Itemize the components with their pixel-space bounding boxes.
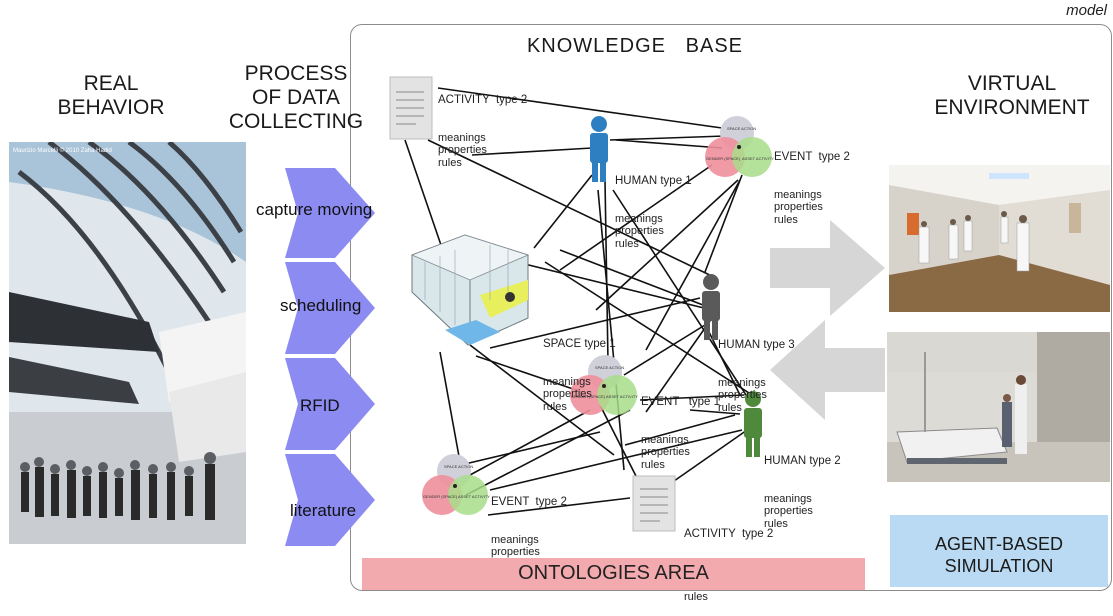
- virtual-environment-title: VIRTUAL ENVIRONMENT: [912, 72, 1112, 120]
- venn-label-left-2: GENDER (SPACE): [571, 394, 606, 399]
- node-human-3: HUMAN type 3 meanings properties rules: [718, 314, 795, 427]
- node-space-1-lines: meanings properties rules: [543, 375, 592, 413]
- stage-literature: literature: [290, 501, 357, 520]
- node-event-top-name: EVENT type 2: [774, 151, 850, 163]
- venn-label-top-3: SPACE ACTION: [444, 464, 473, 469]
- real-behavior-photo: Maurizio Marcelli © 2010 Zaha Hadid: [9, 142, 246, 544]
- virtual-environment-text: VIRTUAL ENVIRONMENT: [934, 72, 1090, 119]
- activity-bottom-document-icon: [632, 475, 676, 532]
- venn-label-top-1: SPACE ACTION: [727, 126, 756, 131]
- virtual-environment-render-1: [889, 165, 1110, 312]
- hospital-room-render: [887, 332, 1110, 482]
- agent-based-simulation-label: AGENT-BASED SIMULATION: [934, 534, 1064, 576]
- node-activity-bottom-name: ACTIVITY type 2: [684, 528, 774, 540]
- stage-scheduling: scheduling: [280, 296, 362, 315]
- venn-label-left-3: GENDER (SPACE): [423, 494, 458, 499]
- node-human-3-lines: meanings properties rules: [718, 376, 767, 414]
- stage-arrow-3: [285, 358, 375, 450]
- node-event-1-lines: meanings properties rules: [641, 433, 690, 471]
- node-event-1: EVENT type 1 meanings properties rules: [641, 371, 720, 484]
- stage-capture-moving: capture moving: [256, 200, 373, 219]
- space-model-icon: [410, 234, 530, 346]
- node-human-2: HUMAN type 2 meanings properties rules: [764, 430, 841, 543]
- node-activity-top-name: ACTIVITY type 2: [438, 94, 528, 106]
- ontologies-area-label: ONTOLOGIES AREA: [518, 562, 709, 584]
- node-human-1: HUMAN type 1 meanings properties rules: [615, 150, 692, 263]
- venn-label-right-3: ASSET ACTIVITY: [458, 494, 490, 499]
- graph-edges: [404, 87, 761, 516]
- process-arrows-layer: [285, 168, 375, 546]
- atrium-illustration: Maurizio Marcelli © 2010 Zaha Hadid: [9, 142, 246, 544]
- event-bottom-venn-icon: [422, 454, 488, 515]
- virtual-environment-render-2: [887, 332, 1110, 482]
- knowledge-base-title: KNOWLEDGE BASE: [526, 35, 744, 57]
- event-type-1-venn-icon: [570, 355, 637, 415]
- node-human-3-name: HUMAN type 3: [718, 339, 795, 351]
- venn-label-top-2: SPACE ACTION: [595, 365, 624, 370]
- venn-label-right-2: ASSET ACTIVITY: [606, 394, 638, 399]
- process-title-text: PROCESS OF DATA COLLECTING: [228, 62, 364, 133]
- node-event-top-lines: meanings properties rules: [774, 188, 823, 226]
- node-human-2-name: HUMAN type 2: [764, 455, 841, 467]
- node-activity-top: ACTIVITY type 2 meanings properties rule…: [438, 69, 527, 182]
- hospital-corridor-render: [889, 165, 1110, 312]
- node-event-bottom-name: EVENT type 2: [491, 496, 567, 508]
- node-human-1-lines: meanings properties rules: [615, 212, 664, 250]
- node-human-1-name: HUMAN type 1: [615, 175, 692, 187]
- photo-caption: Maurizio Marcelli © 2010 Zaha Hadid: [13, 147, 112, 154]
- left-arrow-icon: [770, 320, 885, 420]
- node-activity-top-lines: meanings properties rules: [438, 131, 487, 169]
- human-type-1-icon: [590, 116, 608, 182]
- stage-arrow-2: [285, 262, 375, 354]
- knowledge-graph: SPACE ACTION GENDER (SPACE) ASSET ACTIVI…: [389, 76, 885, 532]
- ontologies-area-bar: [362, 558, 865, 590]
- model-label: model: [1066, 2, 1107, 19]
- agent-based-simulation-box: [890, 515, 1108, 587]
- node-event-bottom: EVENT type 2 meanings properties rules: [491, 471, 567, 584]
- stage-arrow-1: [285, 168, 375, 258]
- right-arrow-icon: [770, 220, 885, 316]
- node-event-1-name: EVENT type 1: [641, 396, 721, 408]
- real-behavior-title: REAL BEHAVIOR: [36, 72, 186, 120]
- node-event-top: EVENT type 2 meanings properties rules: [774, 126, 850, 239]
- human-type-2-icon: [744, 391, 762, 457]
- process-title: PROCESS OF DATA COLLECTING: [226, 62, 366, 134]
- stage-rfid: RFID: [300, 396, 340, 415]
- event-top-venn-icon: [705, 116, 772, 177]
- venn-label-right-1: ASSET ACTIVITY: [742, 156, 774, 161]
- venn-label-left-1: GENDER (SPACE): [706, 156, 741, 161]
- human-type-3-icon: [702, 274, 720, 340]
- stage-arrow-4: [285, 454, 375, 546]
- activity-top-document-icon: [389, 76, 433, 140]
- node-space-1-name: SPACE type 1: [543, 338, 616, 350]
- node-human-2-lines: meanings properties rules: [764, 492, 813, 530]
- node-space-1: SPACE type 1 meanings properties rules: [543, 313, 616, 426]
- real-behavior-line-1: REAL BEHAVIOR: [57, 72, 165, 119]
